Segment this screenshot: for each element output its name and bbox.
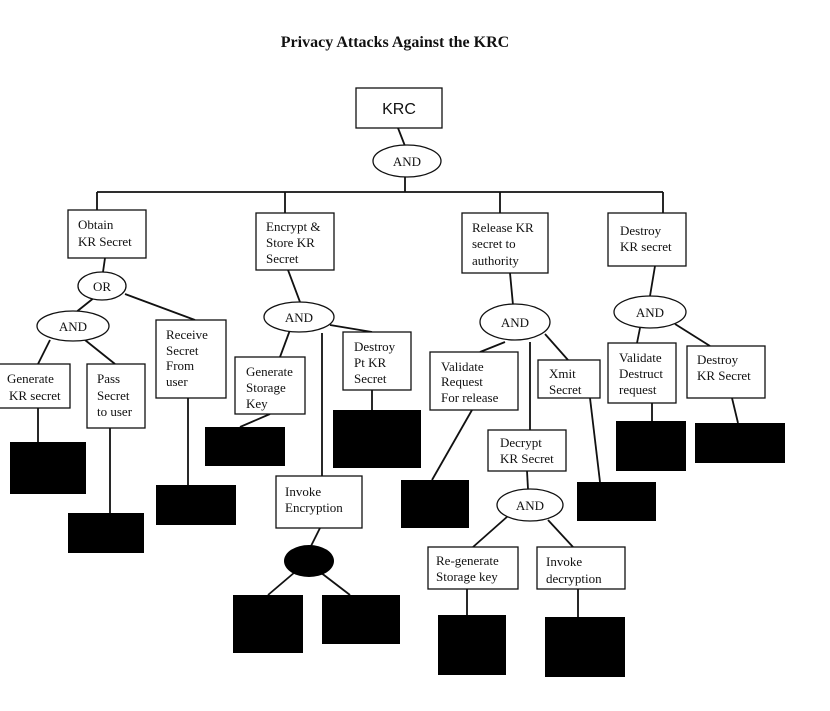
node-pass-secret [86, 363, 146, 429]
encrypt-and-gate [263, 301, 335, 333]
destroy-and-gate [613, 295, 687, 329]
obtain-and-label: AND [59, 319, 87, 334]
node-regenerate-label: Re-generate Storage key [436, 553, 502, 584]
leaf-block-validate-request [401, 480, 469, 528]
node-validate-destruct [607, 342, 677, 404]
leaf-block-encryption-2 [322, 595, 400, 644]
node-generate-storage-key [234, 356, 306, 415]
node-release-label: Release KR secret to authority [472, 220, 537, 268]
node-encrypt-store-label: Encrypt & Store KR Secret [266, 219, 324, 266]
leaf-block-regenerate [438, 615, 506, 675]
node-invoke-decryption-label: Invoke decryption [546, 554, 602, 586]
node-xmit-secret [537, 359, 601, 399]
node-destroy-kr-secret-2 [686, 345, 766, 399]
diagram-title: Privacy Attacks Against the KRC [281, 34, 509, 51]
node-generate-storage-label: Generate Storage Key [246, 364, 296, 411]
node-obtain-kr-secret [67, 209, 147, 259]
leaf-block-xmit-secret [577, 482, 656, 521]
decrypt-and-label: AND [516, 498, 544, 513]
root-and-label: AND [393, 154, 421, 169]
node-obtain-label: Obtain KR Secret [78, 217, 132, 249]
root-node-label: KRC [382, 101, 416, 118]
node-destroy-kr-secret [607, 212, 687, 267]
node-receive-secret [155, 319, 227, 399]
leaf-block-generate-storage [205, 427, 285, 466]
node-destroy-pt-label: Destroy Pt KR Secret [354, 339, 398, 386]
node-encrypt-store [255, 212, 335, 271]
node-release-kr-secret [461, 212, 549, 274]
root-node-krc [355, 87, 443, 129]
node-destroy-label: Destroy KR secret [620, 223, 672, 254]
leaf-block-pass-secret [68, 513, 144, 553]
node-invoke-encryption [275, 475, 363, 529]
decrypt-and-gate [496, 488, 564, 522]
node-decrypt-kr-secret [487, 429, 567, 472]
node-receive-secret-label: Receive Secret From user [166, 327, 211, 389]
node-invoke-encryption-label: Invoke Encryption [285, 484, 343, 515]
root-and-gate [372, 144, 442, 178]
node-regenerate-storage-key [427, 546, 519, 590]
filled-gate [284, 545, 334, 577]
leaf-block-encryption-1 [233, 595, 303, 653]
node-generate-kr-label: Generate KR secret [7, 371, 61, 403]
obtain-and-gate [36, 310, 110, 342]
node-destroy-pt-kr-secret [342, 331, 412, 391]
leaf-block-generate-kr [10, 442, 86, 494]
leaf-block-destroy-pt [333, 410, 421, 468]
node-pass-secret-label: Pass Secret to user [97, 371, 133, 419]
edges [37, 127, 739, 617]
leaf-block-decryption [545, 617, 625, 677]
leaf-block-receive-secret [156, 485, 236, 525]
node-destroy-kr2-label: Destroy KR Secret [697, 352, 751, 383]
leaf-block-validate-destruct [616, 421, 686, 471]
node-validate-destruct-label: Validate Destruct request [619, 350, 666, 397]
node-invoke-decryption [536, 546, 626, 590]
node-xmit-secret-label: Xmit Secret [549, 366, 582, 397]
obtain-or-gate [77, 271, 127, 301]
encrypt-and-label: AND [285, 310, 313, 325]
node-validate-request [429, 351, 519, 411]
release-and-label: AND [501, 315, 529, 330]
release-and-gate [479, 303, 551, 341]
leaf-block-destroy-kr2 [695, 423, 785, 463]
node-decrypt-kr-label: Decrypt KR Secret [500, 435, 554, 466]
obtain-or-label: OR [93, 279, 111, 294]
node-generate-kr-secret [0, 363, 71, 409]
destroy-and-label: AND [636, 305, 664, 320]
node-validate-request-label: Validate Request For release [441, 359, 499, 405]
